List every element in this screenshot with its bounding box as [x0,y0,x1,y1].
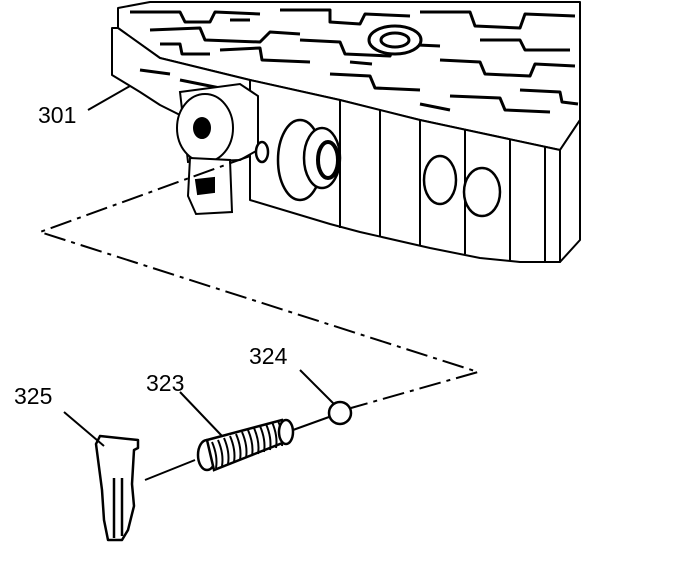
retainer-clip [94,434,140,542]
check-ball [327,400,353,426]
valve-bores [254,118,502,218]
alignment-line-clip-spring [144,459,196,481]
leader-324 [299,369,335,405]
spring [196,418,295,472]
callout-323: 323 [146,370,184,396]
callout-325: 325 [14,383,52,409]
alignment-line-spring-ball [292,416,330,431]
leader-325 [63,411,105,447]
solenoid-fitting [176,82,259,216]
callout-301: 301 [38,102,76,128]
leader-301 [87,85,131,111]
valve-body-passages [130,8,579,114]
leader-323 [179,391,223,437]
callout-324: 324 [249,343,288,369]
alignment-lines [36,155,482,481]
leader-lines [63,85,335,447]
